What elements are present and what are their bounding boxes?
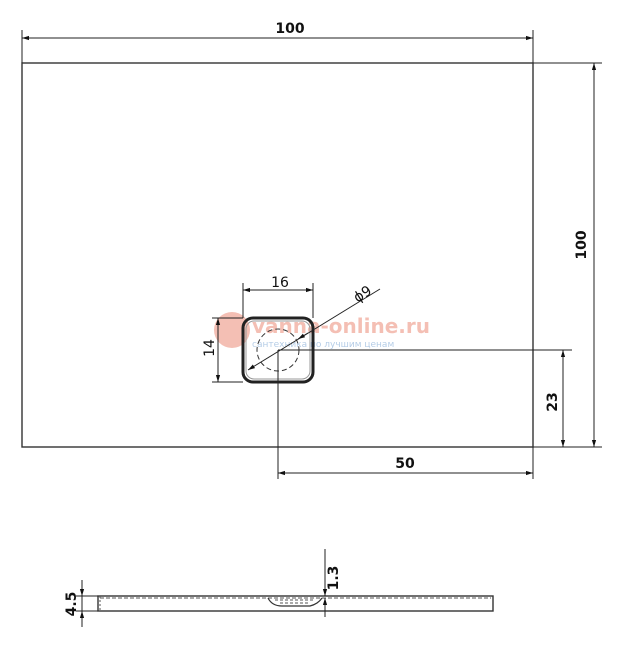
- watermark-tagline: сантехника по лучшим ценам: [252, 340, 394, 350]
- drain-offset-y-dimension: 23: [545, 350, 566, 447]
- drain-height-label: 14: [202, 339, 218, 357]
- drain-offset-x-dimension: 50: [278, 447, 534, 479]
- drain-diameter-label: ϕ9: [351, 283, 375, 306]
- height-dimension: 100: [533, 62, 602, 448]
- drain-offset-y-label: 23: [545, 392, 561, 411]
- thickness-dimension: 4.5: [64, 580, 98, 627]
- drain-offset-x-label: 50: [395, 456, 415, 472]
- height-label: 100: [574, 230, 590, 259]
- edge-dimension: 1.3: [322, 549, 342, 617]
- watermark-icon: [214, 312, 250, 348]
- tray-side-view: [97, 595, 494, 612]
- edge-label: 1.3: [326, 566, 342, 591]
- width-dimension: 100: [21, 21, 534, 63]
- drain-width-label: 16: [271, 275, 289, 291]
- width-label: 100: [275, 21, 304, 37]
- thickness-label: 4.5: [64, 592, 80, 617]
- drain-width-dimension: 16: [242, 275, 314, 318]
- drain-height-dimension: 14: [202, 317, 243, 383]
